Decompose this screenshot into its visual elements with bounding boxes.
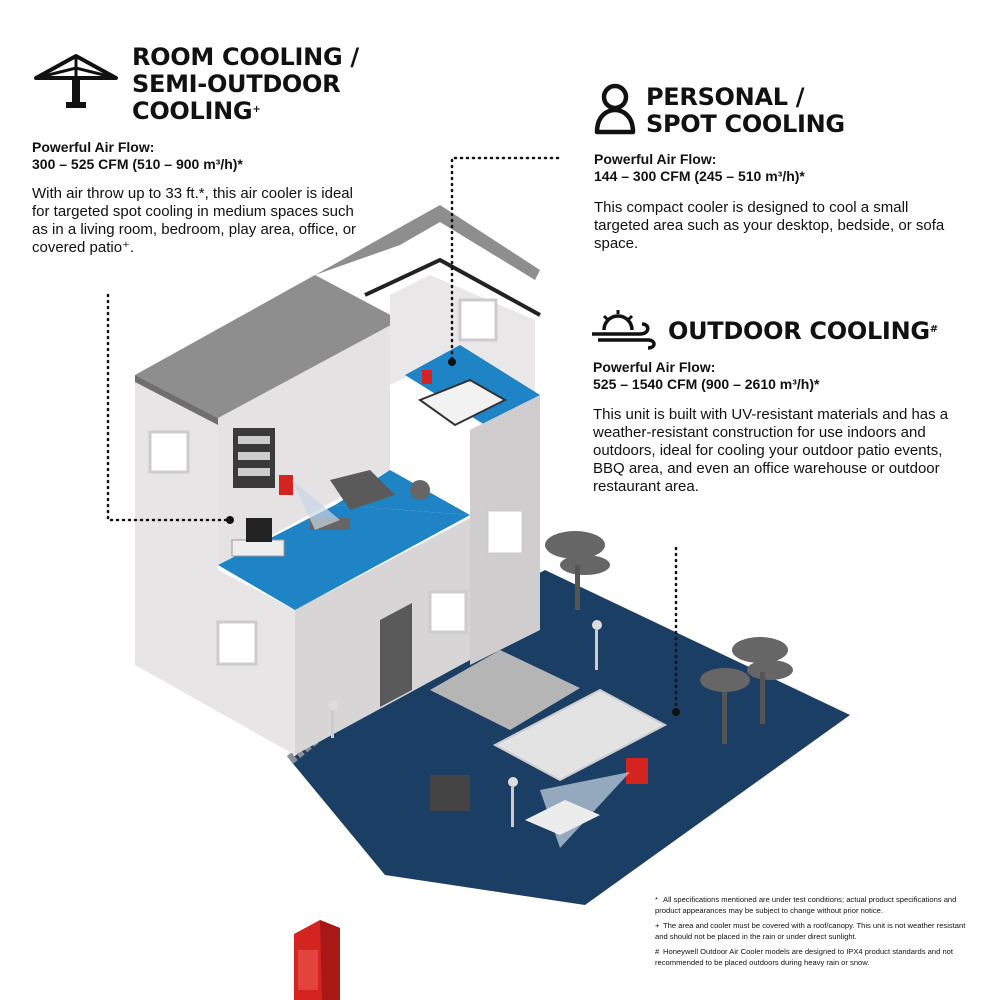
personal-cooling-description: This compact cooler is designed to cool …: [594, 199, 945, 252]
footnote-text: All specifications mentioned are under t…: [655, 895, 957, 915]
window: [148, 430, 190, 474]
sofa: [330, 470, 395, 510]
outdoor-cooling-title-text: OUTDOOR COOLING: [668, 317, 930, 345]
red-cooler-product-image: [294, 920, 340, 1000]
plant: [410, 480, 430, 500]
window: [485, 508, 525, 556]
personal-cooling-airflow-value: 144 – 300 CFM (245 – 510 m³/h)*: [594, 168, 805, 184]
lamp: [508, 777, 518, 827]
person-icon: [594, 83, 636, 135]
footnote-mark: +: [655, 921, 660, 930]
garden-bed: [430, 650, 580, 730]
living-room-back-wall: [218, 325, 390, 565]
room-cooling-title-line-1: ROOM COOLING /: [132, 43, 359, 71]
front-door: [380, 603, 412, 707]
tree: [732, 637, 793, 724]
tree: [700, 668, 750, 744]
room-cooling-title-line-2: SEMI-OUTDOOR: [132, 70, 341, 98]
personal-cooling-airflow: Powerful Air Flow: 144 – 300 CFM (245 – …: [594, 151, 934, 185]
footnote: +The area and cooler must be covered wit…: [655, 921, 970, 942]
roof-right: [315, 205, 540, 280]
room-cooling-airflow-value: 300 – 525 CFM (510 – 900 m³/h)*: [32, 156, 243, 172]
room-cooling-airflow-label: Powerful Air Flow:: [32, 139, 155, 155]
window: [428, 590, 468, 634]
bed: [417, 378, 508, 427]
room-cooling-title: ROOM COOLING / SEMI-OUTDOOR COOLING+: [132, 44, 392, 125]
tv-stand: [231, 539, 285, 557]
outdoor-cooling-title-mark: #: [929, 324, 938, 335]
lamp: [328, 700, 338, 738]
personal-cooling-airflow-label: Powerful Air Flow:: [594, 151, 717, 167]
tv: [246, 518, 272, 542]
umbrella-icon: [34, 54, 118, 108]
footnote-mark: #: [655, 947, 660, 956]
footnote-mark: *: [655, 895, 658, 904]
footnotes: *All specifications mentioned are under …: [655, 895, 970, 973]
footnote-text: The area and cooler must be covered with…: [655, 921, 966, 941]
bedroom-cooler: [422, 370, 432, 384]
roof-left-edge: [135, 375, 218, 425]
roof-outline: [364, 257, 541, 317]
room-cooling-description: With air throw up to 33 ft.*, this air c…: [32, 185, 357, 256]
patio-table: [525, 800, 600, 835]
living-room-floor: [218, 505, 470, 610]
outdoor-cooling-airflow-label: Powerful Air Flow:: [593, 359, 716, 375]
footnote: *All specifications mentioned are under …: [655, 895, 970, 916]
footnote: #Honeywell Outdoor Air Cooler models are…: [655, 947, 970, 968]
personal-cooling-title: PERSONAL / SPOT COOLING: [646, 84, 946, 138]
callout-line-personal: [450, 156, 560, 364]
living-room-cooler: [279, 475, 293, 495]
footnote-text: Honeywell Outdoor Air Cooler models are …: [655, 947, 953, 967]
sun-wind-icon: [592, 310, 656, 350]
ac-unit: [430, 775, 470, 811]
outdoor-cooling-description: This unit is built with UV-resistant mat…: [593, 406, 949, 495]
window: [216, 620, 258, 666]
window: [458, 298, 498, 342]
outdoor-cooling-airflow-value: 525 – 1540 CFM (900 – 2610 m³/h)*: [593, 376, 820, 392]
patio-cooler: [626, 758, 648, 784]
lamp: [592, 620, 602, 670]
room-cooling-title-mark: +: [252, 104, 261, 115]
callout-line-room: [106, 293, 232, 522]
personal-cooling-title-line-1: PERSONAL /: [646, 83, 805, 111]
roof-left: [135, 275, 400, 418]
swimming-pool: [492, 688, 668, 782]
personal-cooling-title-line-2: SPOT COOLING: [646, 110, 845, 138]
outdoor-cooling-title: OUTDOOR COOLING#: [668, 318, 968, 345]
outdoor-cooling-airflow: Powerful Air Flow: 525 – 1540 CFM (900 –…: [593, 359, 953, 393]
tree: [545, 531, 610, 610]
room-cooling-airflow: Powerful Air Flow: 300 – 525 CFM (510 – …: [32, 139, 352, 173]
room-cooling-title-line-3: COOLING: [132, 97, 253, 125]
cool-air-beam: [292, 480, 340, 530]
